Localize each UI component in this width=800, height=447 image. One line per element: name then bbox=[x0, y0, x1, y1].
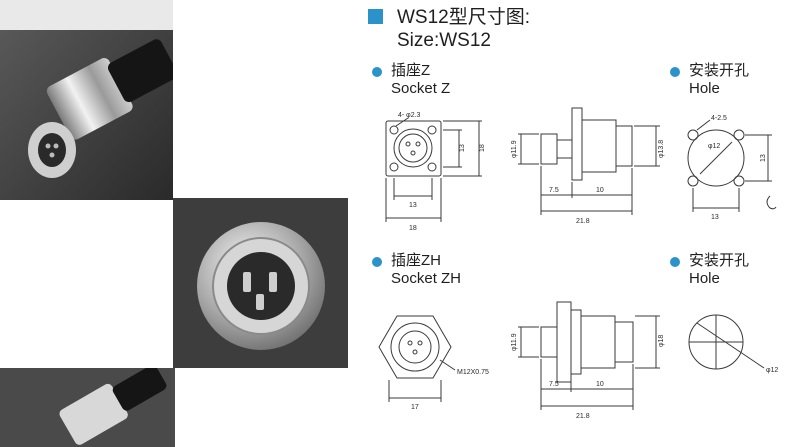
socket-zh-side-view bbox=[518, 301, 660, 410]
z-hole-holes-label: 4-2.5 bbox=[711, 115, 727, 122]
zh-side-len-b: 10 bbox=[596, 381, 604, 388]
socket-z-front-view bbox=[385, 117, 482, 222]
socket-zh-en: Socket ZH bbox=[391, 270, 462, 287]
z-hole-dia: φ12 bbox=[708, 143, 720, 150]
z-side-d-right: φ13.8 bbox=[658, 140, 665, 158]
bullet-icon bbox=[372, 67, 382, 77]
z-side-len-total: 21.8 bbox=[576, 218, 590, 225]
bullet-icon bbox=[670, 67, 680, 77]
z-front-inner-w: 13 bbox=[409, 202, 417, 209]
photo-socket-zh-connector bbox=[173, 198, 348, 368]
socket-zh-cn: 插座ZH bbox=[391, 252, 441, 269]
title-cn: WS12型尺寸图: bbox=[397, 7, 531, 28]
section-socket-z: 插座Z Socket Z bbox=[372, 62, 450, 98]
photo-socket-z-connector bbox=[0, 0, 173, 200]
socket-z-en: Socket Z bbox=[391, 80, 451, 97]
section-hole-z: 安装开孔 Hole bbox=[670, 62, 749, 98]
zh-front-w: 17 bbox=[411, 404, 419, 411]
hole-z-en: Hole bbox=[689, 80, 720, 97]
page-title: WS12型尺寸图: Size:WS12 bbox=[397, 6, 530, 52]
bullet-icon bbox=[670, 257, 680, 267]
z-front-inner-h: 13 bbox=[459, 144, 466, 152]
socket-z-cn: 插座Z bbox=[391, 62, 431, 79]
zh-side-len-a: 7.5 bbox=[549, 381, 559, 388]
socket-zh-front-view bbox=[378, 315, 456, 402]
section-socket-zh: 插座ZH Socket ZH bbox=[372, 252, 461, 288]
zh-front-thread: M12X0.75 bbox=[457, 369, 489, 376]
z-side-d-left: φ11.9 bbox=[511, 140, 518, 158]
z-hole-h: 13 bbox=[760, 154, 767, 162]
section-hole-zh: 安装开孔 Hole bbox=[670, 252, 749, 288]
title-en: Size:WS12 bbox=[397, 30, 491, 51]
z-front-outer-w: 18 bbox=[409, 225, 417, 232]
z-side-len-a: 7.5 bbox=[549, 187, 559, 194]
photo-plug-connector bbox=[0, 368, 175, 447]
zh-hole-dia: φ12 bbox=[766, 367, 778, 374]
hole-zh-cn: 安装开孔 bbox=[689, 252, 750, 269]
z-hole-w: 13 bbox=[711, 214, 719, 221]
socket-z-side-view bbox=[518, 107, 660, 215]
z-front-holes-label: 4- φ2.3 bbox=[398, 112, 421, 119]
hole-z-cn: 安装开孔 bbox=[689, 62, 750, 79]
title-square-icon bbox=[368, 9, 383, 24]
zh-side-d-right: φ18 bbox=[658, 335, 665, 347]
hole-zh-en: Hole bbox=[689, 270, 720, 287]
zh-side-d-left: φ11.9 bbox=[511, 333, 518, 351]
hole-zh-view bbox=[688, 314, 765, 370]
z-front-outer-h: 18 bbox=[479, 144, 486, 152]
hole-z-view bbox=[687, 119, 777, 212]
bullet-icon bbox=[372, 257, 382, 267]
zh-side-len-total: 21.8 bbox=[576, 413, 590, 420]
z-side-len-b: 10 bbox=[596, 187, 604, 194]
